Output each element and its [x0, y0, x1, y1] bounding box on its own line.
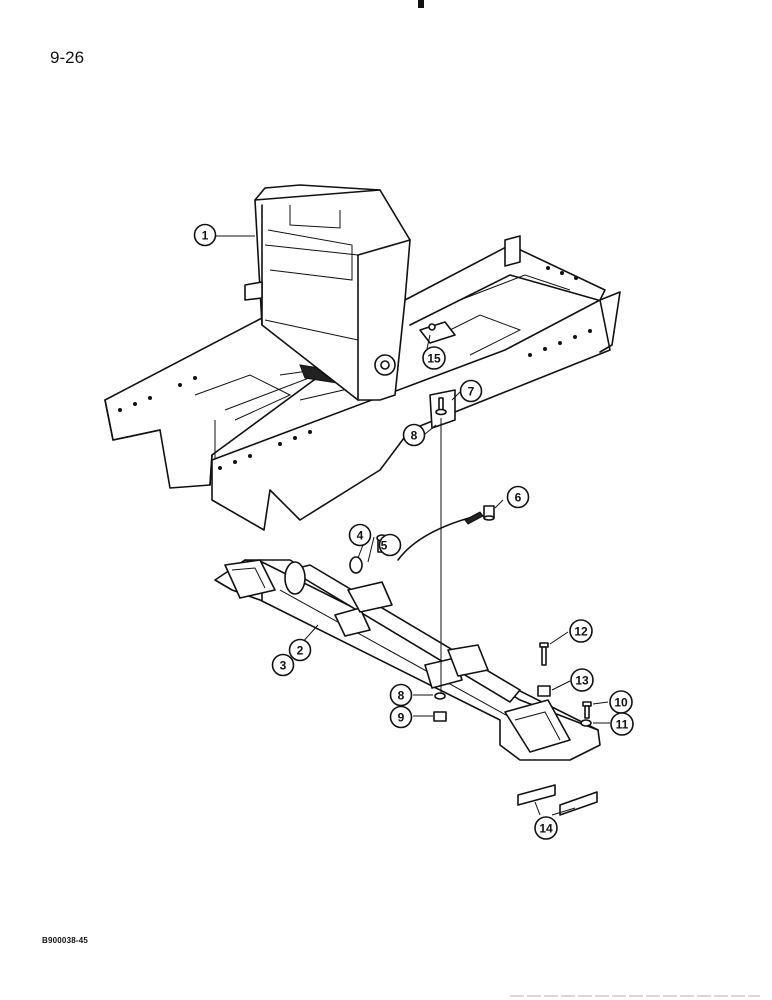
- svg-text:13: 13: [575, 674, 589, 688]
- callout-2: 2: [288, 638, 312, 662]
- callout-8-lower: 8: [389, 683, 413, 707]
- illustration-reference-code: B900038-45: [42, 936, 89, 945]
- fitting-6: [483, 505, 495, 521]
- svg-text:4: 4: [357, 529, 364, 543]
- cross-member-assembly: [214, 534, 601, 816]
- svg-text:2: 2: [297, 644, 304, 658]
- crop-mark: [418, 0, 424, 8]
- svg-text:3: 3: [280, 659, 287, 673]
- callout-15: 15: [422, 346, 446, 370]
- main-frame: [104, 184, 621, 531]
- svg-text:11: 11: [616, 718, 629, 732]
- callout-7: 7: [459, 379, 483, 403]
- svg-text:15: 15: [427, 352, 441, 366]
- callout-11: 11: [610, 712, 634, 736]
- svg-text:8: 8: [398, 689, 405, 703]
- svg-text:5: 5: [381, 539, 388, 553]
- callout-13: 13: [570, 668, 594, 692]
- svg-text:9: 9: [398, 711, 405, 725]
- svg-text:7: 7: [468, 385, 475, 399]
- callout-5: 5: [378, 533, 402, 557]
- bolt-12: [539, 642, 549, 666]
- nut-13: [537, 685, 551, 697]
- callout-14: 14: [534, 816, 558, 840]
- page-number: 9-26: [50, 48, 85, 67]
- svg-text:1: 1: [202, 229, 209, 243]
- callout-8-upper: 8: [402, 423, 426, 447]
- svg-text:10: 10: [614, 696, 628, 710]
- callout-12: 12: [569, 619, 593, 643]
- callout-9: 9: [389, 705, 413, 729]
- callout-6: 6: [506, 485, 530, 509]
- nut-9: [433, 711, 447, 722]
- svg-text:8: 8: [411, 429, 418, 443]
- callout-10: 10: [609, 690, 633, 714]
- callout-1: 1: [193, 223, 217, 247]
- washer-11: [580, 719, 592, 727]
- svg-text:12: 12: [574, 625, 588, 639]
- bolt-10: [582, 701, 592, 719]
- grease-line-end: [464, 511, 484, 525]
- callout-3: 3: [271, 653, 295, 677]
- callout-4: 4: [348, 523, 372, 547]
- washer-8-lower: [434, 692, 446, 700]
- svg-text:6: 6: [515, 491, 522, 505]
- svg-text:14: 14: [539, 822, 553, 836]
